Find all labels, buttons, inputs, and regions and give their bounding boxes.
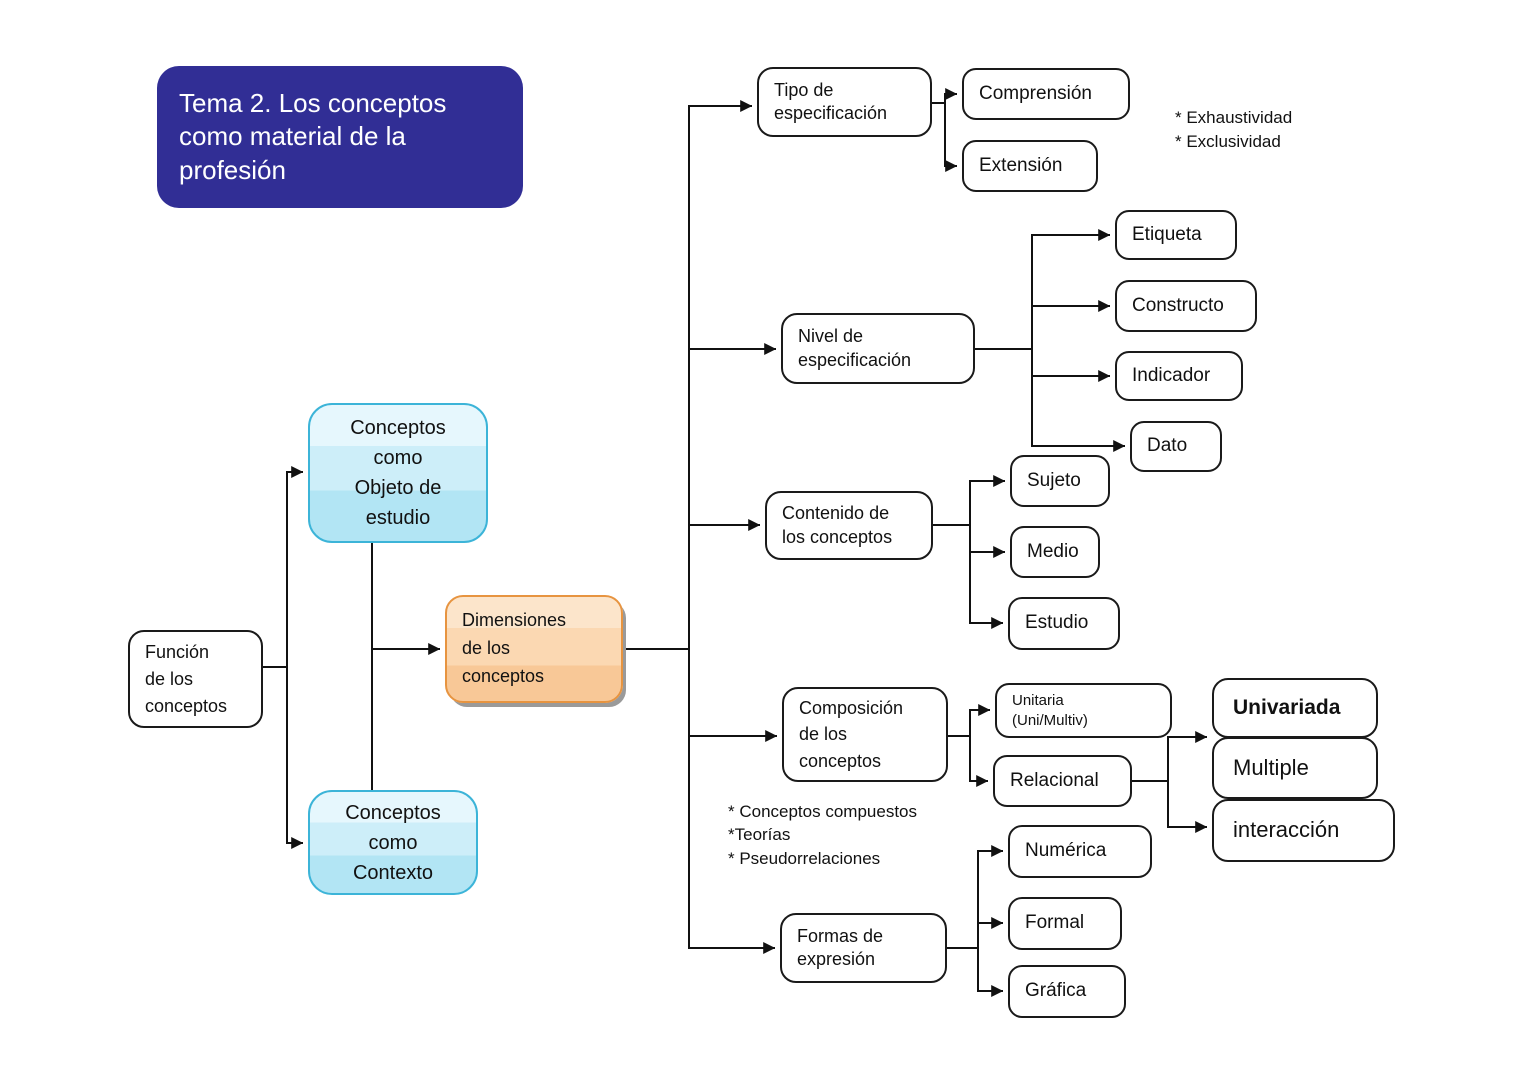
node-nivel-de-especificacion: Nivel de especificación <box>781 313 975 384</box>
node-sujeto: Sujeto <box>1010 455 1110 507</box>
node-contenido-de-los-conceptos: Contenido de los conceptos <box>765 491 933 560</box>
node-indicador: Indicador <box>1115 351 1243 401</box>
node-conceptos-como-objeto-de-estudio: Conceptos como Objeto de estudio <box>308 403 488 543</box>
node-funcion-de-los-conceptos: Función de los conceptos <box>128 630 263 728</box>
node-formas-de-expresion: Formas de expresión <box>780 913 947 983</box>
node-constructo: Constructo <box>1115 280 1257 332</box>
node-numerica: Numérica <box>1008 825 1152 878</box>
edge-funcion-objeto <box>286 466 304 668</box>
node-composicion-de-los-conceptos: Composición de los conceptos <box>782 687 948 782</box>
note-exhaustividad-exclusividad: * Exhaustividad * Exclusividad <box>1175 108 1293 152</box>
node-estudio: Estudio <box>1008 597 1120 650</box>
node-tipo-de-especificacion: Tipo de especificación <box>757 67 932 137</box>
node-multiple: Multiple <box>1212 737 1378 799</box>
node-grafica: Gráfica <box>1008 965 1126 1018</box>
node-dimensiones-de-los-conceptos: Dimensiones de los conceptos <box>445 595 623 703</box>
node-dato: Dato <box>1130 421 1222 472</box>
node-relacional: Relacional <box>993 755 1132 807</box>
node-comprension: Comprensión <box>962 68 1130 120</box>
node-interaccion: interacción <box>1212 799 1395 862</box>
node-etiqueta: Etiqueta <box>1115 210 1237 260</box>
note-conceptos-compuestos: * Conceptos compuestos *Teorías * Pseudo… <box>728 802 917 868</box>
node-univariada: Univariada <box>1212 678 1378 738</box>
node-medio: Medio <box>1010 526 1100 578</box>
title-banner: Tema 2. Los conceptos como material de l… <box>157 66 523 208</box>
node-formal: Formal <box>1008 897 1122 950</box>
node-unitaria-uni-multiv: Unitaria (Uni/Multiv) <box>995 683 1172 738</box>
node-extension: Extensión <box>962 140 1098 192</box>
node-conceptos-como-contexto: Conceptos como Contexto <box>308 790 478 895</box>
edge-funcion-contexto <box>286 666 304 849</box>
